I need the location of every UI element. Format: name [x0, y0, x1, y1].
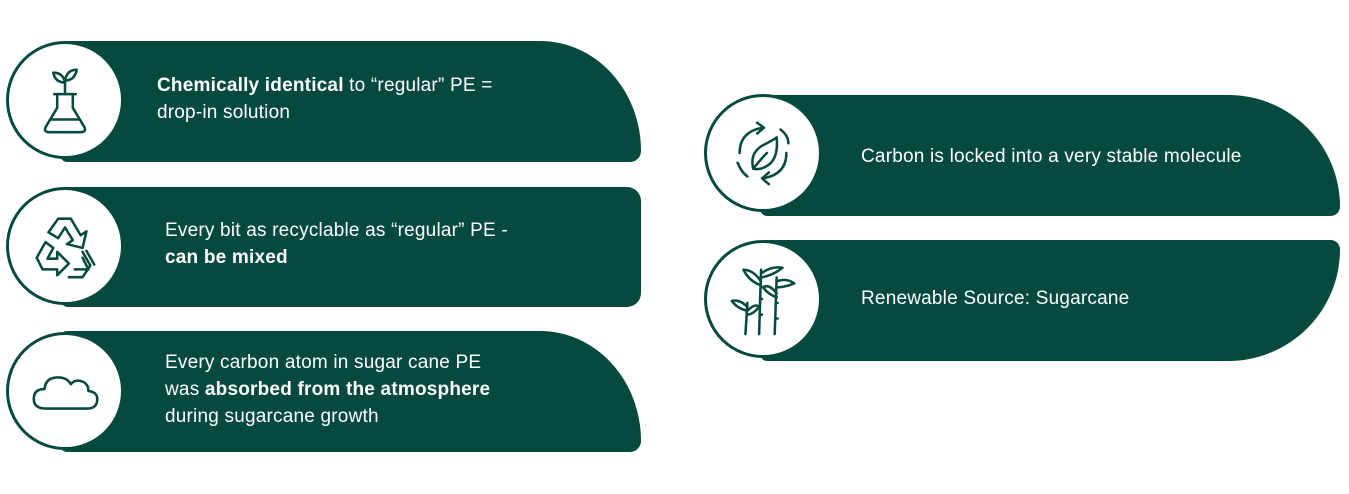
card-text-regular: Carbon is locked into a very stable mole… — [861, 146, 1242, 167]
card-background — [760, 95, 1340, 216]
card-background — [60, 331, 641, 452]
card-text-regular: was — [165, 379, 205, 400]
card-line: drop-in solution — [157, 99, 617, 126]
card-line: Carbon is locked into a very stable mole… — [861, 143, 1331, 170]
card-line: Every carbon atom in sugar cane PE — [165, 349, 625, 376]
card-text-regular: drop-in solution — [157, 102, 291, 123]
sugarcane-icon — [730, 266, 796, 336]
icon-badge — [6, 187, 124, 305]
card-text: Every bit as recyclable as “regular” PE … — [165, 217, 625, 271]
recycle-icon — [35, 217, 96, 279]
card-line: Chemically identical to “regular” PE = — [157, 72, 617, 99]
card-line: during sugarcane growth — [165, 403, 625, 430]
card-text: Chemically identical to “regular” PE = d… — [157, 72, 617, 126]
card-text-bold: Chemically identical — [157, 75, 344, 96]
card-background — [60, 187, 641, 307]
icon-badge — [704, 240, 822, 358]
card-line: can be mixed — [165, 244, 625, 271]
card-text-regular: Every bit as recyclable as “regular” PE … — [165, 220, 508, 241]
card-text: Every carbon atom in sugar cane PE was a… — [165, 349, 625, 430]
card-background — [760, 240, 1340, 361]
card-line: was absorbed from the atmosphere — [165, 376, 625, 403]
card-text-regular: during sugarcane growth — [165, 406, 379, 427]
icon-badge — [6, 41, 124, 159]
icon-badge — [6, 332, 124, 450]
card-text: Renewable Source: Sugarcane — [861, 285, 1331, 312]
card-line: Renewable Source: Sugarcane — [861, 285, 1331, 312]
card-text-regular: Renewable Source: Sugarcane — [861, 288, 1130, 309]
card-text-regular: to “regular” PE = — [343, 75, 493, 96]
card-line: Every bit as recyclable as “regular” PE … — [165, 217, 625, 244]
card-text-regular: Every carbon atom in sugar cane PE — [165, 352, 482, 373]
flask-sprout-icon — [43, 68, 87, 134]
card-text-bold: can be mixed — [165, 247, 288, 268]
card-background — [60, 41, 641, 162]
leaf-cycle-icon — [736, 121, 790, 186]
card-text-bold: absorbed from the atmosphere — [204, 379, 491, 400]
cloud-icon — [32, 376, 99, 410]
icon-badge — [704, 94, 822, 212]
card-text: Carbon is locked into a very stable mole… — [861, 143, 1331, 170]
